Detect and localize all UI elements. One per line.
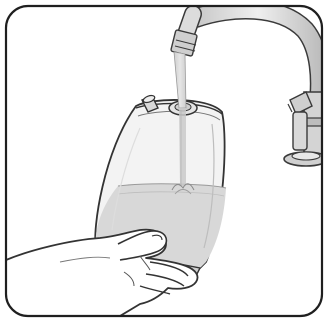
illustration-frame [0, 0, 328, 322]
fill-water-bottle-illustration [0, 0, 328, 322]
